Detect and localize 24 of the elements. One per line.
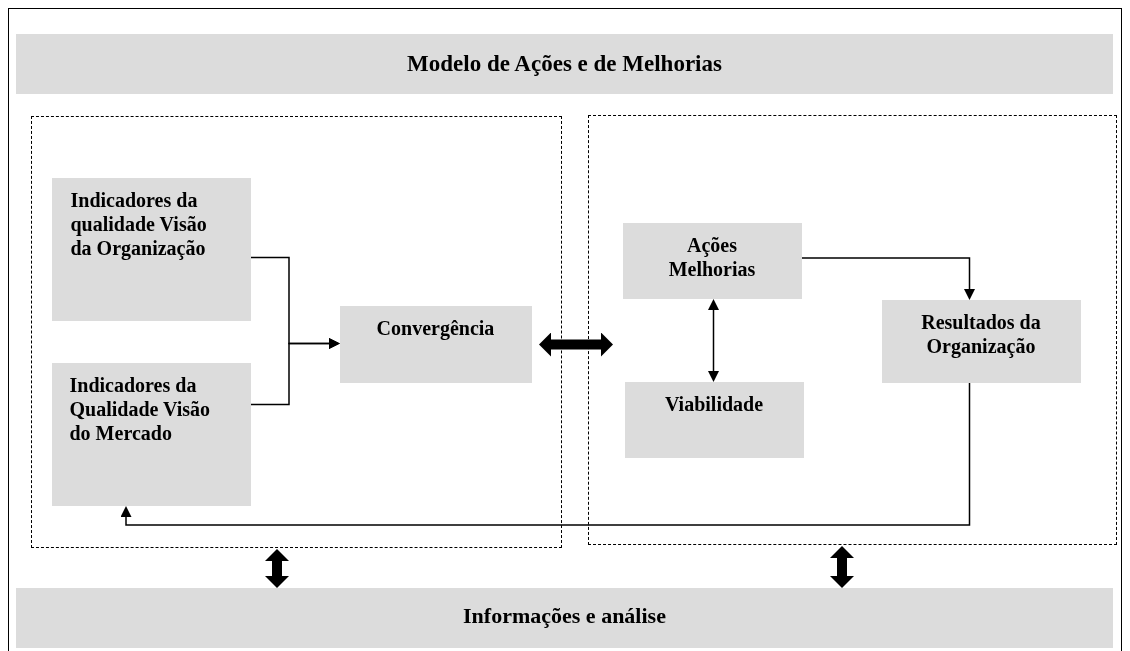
dashed-group-box xyxy=(588,115,1117,545)
arrow xyxy=(708,299,719,382)
process-box xyxy=(622,222,802,299)
box-label: Informações e análise xyxy=(463,604,666,628)
box-label: Indicadores da Qualidade Visão do Mercado xyxy=(69,372,212,445)
process-box xyxy=(51,362,251,506)
double-arrow xyxy=(265,549,289,588)
process-box xyxy=(881,299,1081,383)
double-arrow xyxy=(539,332,613,357)
double-arrow xyxy=(830,546,854,588)
box-label: Resultados da Organização xyxy=(920,309,1042,358)
dashed-group-box xyxy=(31,116,562,548)
process-box xyxy=(624,381,804,458)
heading: Modelo de Ações e de Melhorias xyxy=(407,50,722,78)
process-box xyxy=(339,305,532,383)
process-box xyxy=(16,588,1113,648)
box-label: Viabilidade xyxy=(664,391,764,416)
box-label: Indicadores da qualidade Visão da Organização xyxy=(70,187,208,260)
box-label: Ações Melhorias xyxy=(667,232,757,281)
arrow xyxy=(801,257,975,300)
arrow xyxy=(120,382,971,526)
process-box xyxy=(51,177,251,321)
box-label: Convergência xyxy=(376,315,495,340)
arrow xyxy=(250,338,340,406)
